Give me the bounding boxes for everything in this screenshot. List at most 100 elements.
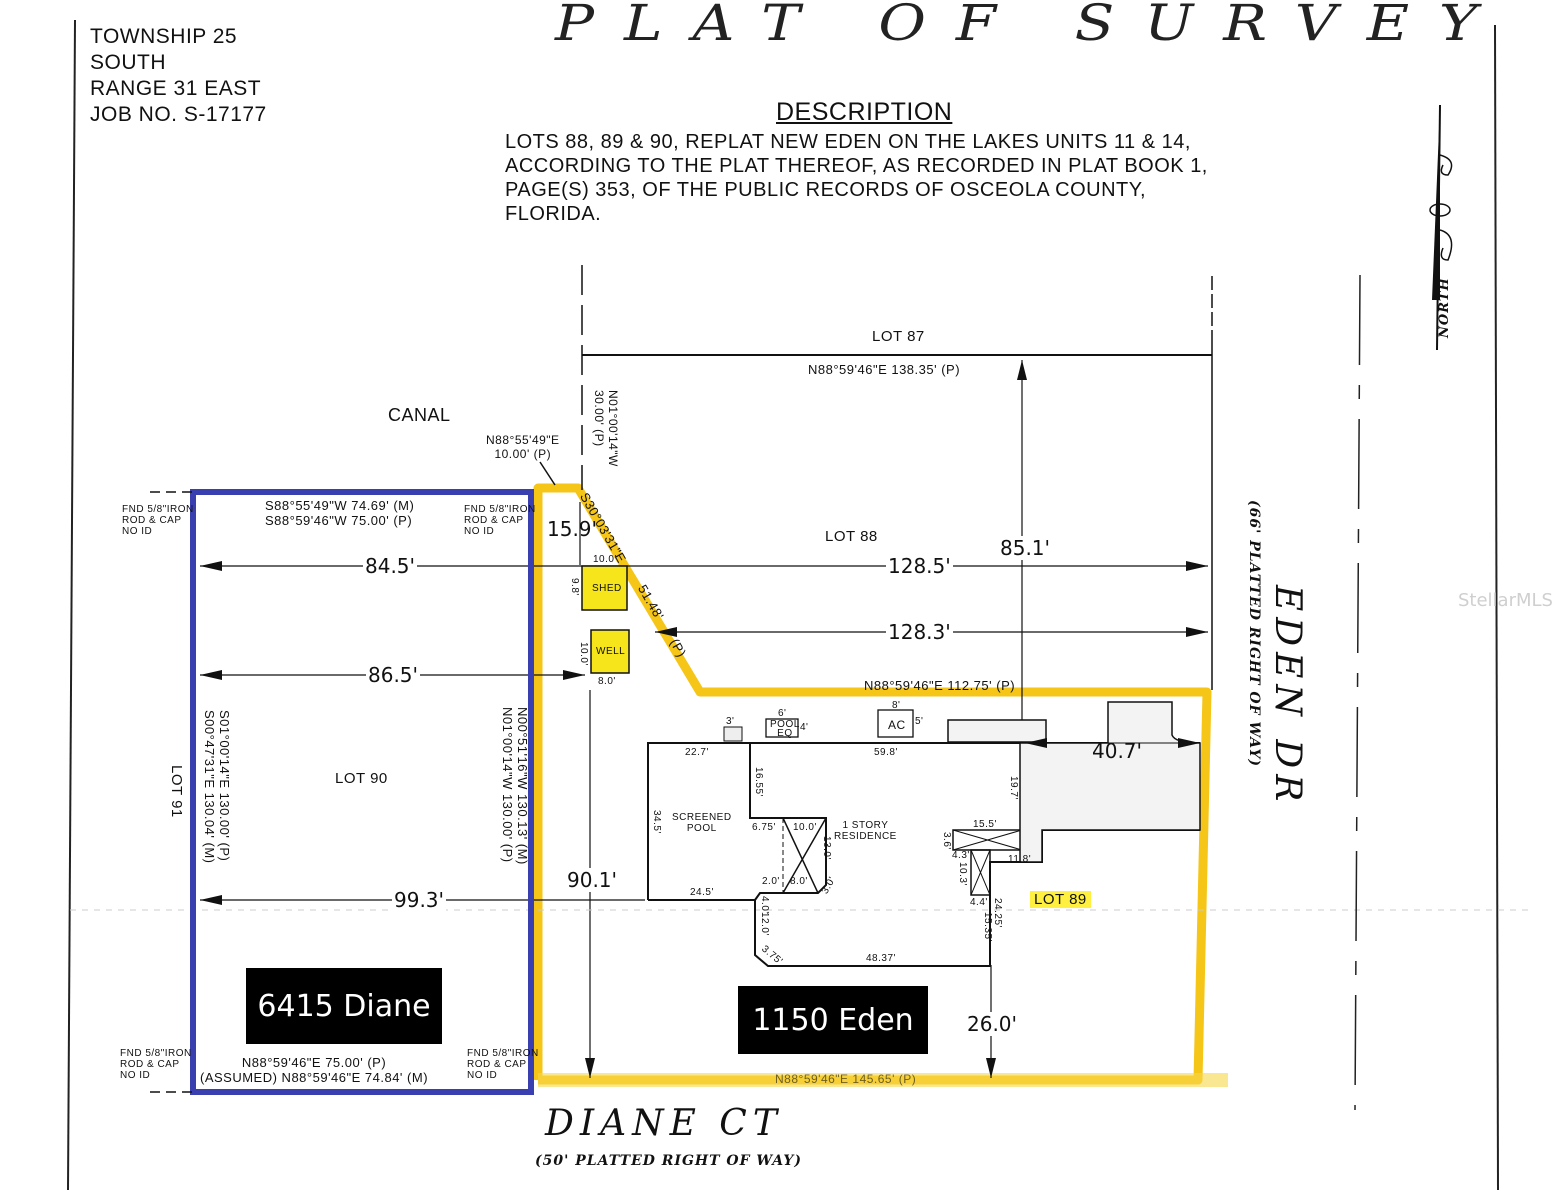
canal-short-bearing: N88°55'49"E 10.00' (P) [486, 433, 560, 461]
bldg-dim: 16.55' [753, 767, 764, 797]
monument-text: FND 5/8"IRON [122, 504, 194, 515]
bearing-text: S88°55'49"W 74.69' (M) [265, 498, 415, 513]
bldg-dim: 34.5' [651, 810, 662, 834]
monument-text: FND 5/8"IRON [120, 1048, 192, 1059]
pool-text: POOL [686, 823, 717, 834]
monument-ne: FND 5/8"IRON ROD & CAP NO ID [464, 504, 536, 537]
bearing-text: 30.00' (P) [592, 390, 606, 447]
description-line: FLORIDA. [505, 203, 602, 225]
lot90-east-bearing: N00°51'16"W 130.13' (M) N01°00'14"W 130.… [500, 707, 530, 865]
shed-label: SHED [592, 583, 622, 594]
monument-text: ROD & CAP [120, 1059, 180, 1070]
lot-90-label: LOT 90 [335, 770, 388, 787]
street-diane-ct: DIANE CT [545, 1103, 783, 1144]
monument-text: FND 5/8"IRON [467, 1048, 539, 1059]
bearing-text: N01°00'14"W 130.00' (P) [500, 707, 515, 863]
shed-width: 10.0' [593, 554, 617, 565]
bearing-text: S88°59'46"W 75.00' (P) [265, 513, 413, 528]
bldg-dim: 2.0' [762, 876, 780, 887]
dim-90-1: 90.1' [565, 868, 620, 892]
lot-89-label: LOT 89 [1030, 891, 1091, 908]
bldg-dim: 13.0' [821, 836, 832, 860]
township-line: JOB NO. S-17177 [90, 103, 267, 126]
bearing-text: S00°47'31"E 130.04' (M) [202, 710, 217, 864]
dim-85-1: 85.1' [998, 536, 1053, 560]
street-eden-dr: EDEN DR [1267, 585, 1308, 808]
township-line: RANGE 31 EAST [90, 77, 262, 100]
description-text: LOTS 88, 89 & 90, REPLAT NEW EDEN ON THE… [505, 130, 1208, 226]
watermark: StellarMLS [1458, 590, 1553, 611]
lot90-north-bearing: S88°55'49"W 74.69' (M) S88°59'46"W 75.00… [265, 498, 414, 528]
monument-se: FND 5/8"IRON ROD & CAP NO ID [467, 1048, 539, 1081]
bldg-dim: 19.7' [1008, 776, 1019, 800]
dim-128-5: 128.5' [886, 554, 953, 578]
bearing-text: N01°00'14"W [606, 390, 620, 467]
bldg-dim: 59.8' [874, 747, 898, 758]
pool-eq-label: POOL EQ [770, 720, 800, 739]
description-line: ACCORDING TO THE PLAT THEREOF, AS RECORD… [505, 155, 1208, 177]
pool-eq-dim: 6' [778, 708, 787, 719]
residence-text: 1 STORY [842, 820, 889, 831]
well-width: 8.0' [598, 676, 616, 687]
township-line: TOWNSHIP 25 [90, 25, 238, 48]
monument-text: ROD & CAP [122, 515, 182, 526]
lot90-south-bearing: N88°59'46"E 75.00' (P) (ASSUMED) N88°59'… [200, 1055, 428, 1085]
monument-text: ROD & CAP [467, 1059, 527, 1070]
north-arrow-icon [1428, 100, 1452, 350]
monument-text: ROD & CAP [464, 515, 524, 526]
bldg-dim: 4.4' [970, 897, 988, 908]
bldg-dim: 3.6' [941, 832, 952, 850]
dim-26-0: 26.0' [965, 1012, 1020, 1036]
bldg-dim: 15.35' [982, 912, 993, 942]
pool-text: SCREENED [672, 812, 732, 823]
township-block: TOWNSHIP 25 SOUTH RANGE 31 EAST JOB NO. … [90, 24, 267, 128]
bldg-dim: 10.0' [793, 822, 817, 833]
parcel-label-1150-eden: 1150 Eden [738, 986, 928, 1054]
dim-84-5: 84.5' [363, 554, 418, 578]
bearing-text: N88°59'46"E 75.00' (P) [241, 1055, 387, 1070]
lot87-south-bearing: N88°59'46"E 138.35' (P) [808, 362, 961, 377]
monument-text: NO ID [464, 526, 495, 537]
canal-label: CANAL [388, 405, 451, 425]
pad-dim-3: 3' [726, 716, 735, 727]
street-eden-dr-row: (66' PLATTED RIGHT OF WAY) [1246, 500, 1262, 768]
bearing-text: N00°51'16"W 130.13' (M) [515, 707, 530, 865]
page-title: PLAT OF SURVEY [555, 0, 1508, 52]
bearing-text: N88°55'49"E [486, 433, 560, 447]
bldg-dim: 11.8' [1008, 854, 1032, 865]
monument-text: FND 5/8"IRON [464, 504, 536, 515]
dim-86-5: 86.5' [366, 663, 421, 687]
bldg-dim: 24.25' [992, 898, 1003, 928]
well-label: WELL [596, 646, 626, 657]
bldg-dim: 24.5' [690, 887, 714, 898]
dim-15-9: 15.9' [547, 517, 598, 541]
bldg-dim: 48.37' [866, 953, 896, 964]
monument-text: NO ID [467, 1070, 498, 1081]
street-diane-ct-row: (50' PLATTED RIGHT OF WAY) [535, 1153, 803, 1169]
bearing-text: (ASSUMED) N88°59'46"E 74.84' (M) [200, 1070, 429, 1085]
bearing-text: 10.00' (P) [494, 447, 552, 461]
parcel-label-6415-diane: 6415 Diane [246, 968, 442, 1044]
well-height: 10.0' [578, 642, 589, 666]
lot89-south-bearing: N88°59'46"E 145.65' (P) [775, 1072, 917, 1086]
screened-pool-label: SCREENED POOL [672, 812, 732, 834]
ac-label: AC [888, 718, 906, 732]
residence-text: RESIDENCE [834, 831, 897, 842]
dim-128-3: 128.3' [886, 620, 953, 644]
bearing-text: S01°00'14"E 130.00' (P) [217, 710, 232, 862]
pool-eq-dim-4: 4' [800, 722, 809, 733]
lot-87-label: LOT 87 [872, 328, 925, 345]
bldg-dim: 12.0' [759, 912, 770, 936]
lot90-west-bearing: S01°00'14"E 130.00' (P) S00°47'31"E 130.… [202, 710, 232, 863]
pool-eq-text: EQ [777, 728, 793, 739]
bldg-dim: 4.3' [952, 850, 970, 861]
township-line: SOUTH [90, 51, 166, 74]
shed-height: 9.8' [569, 578, 580, 596]
bldg-dim: 6.75' [752, 822, 776, 833]
ac-dim-5: 5' [915, 716, 924, 727]
lot88-west-bearing: N01°00'14"W 30.00' (P) [592, 390, 620, 467]
monument-sw: FND 5/8"IRON ROD & CAP NO ID [120, 1048, 192, 1081]
residence-label: 1 STORY RESIDENCE [834, 820, 897, 842]
bldg-dim: 8.0' [790, 876, 808, 887]
bldg-dim: 22.7' [685, 747, 709, 758]
